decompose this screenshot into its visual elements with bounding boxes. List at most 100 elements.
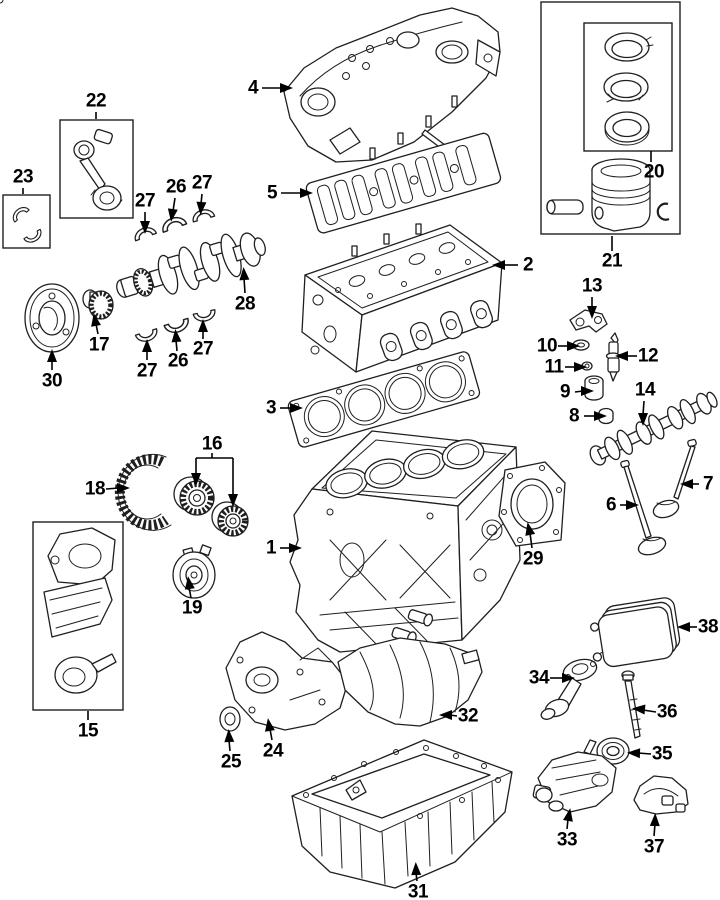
arrowhead-icon xyxy=(167,208,178,222)
part-number-label: 26 xyxy=(168,351,188,372)
callout-3: 3 xyxy=(266,398,303,419)
callout-26: 26 xyxy=(168,329,189,372)
arrowhead-icon xyxy=(142,339,152,352)
arrowhead-icon xyxy=(594,411,607,421)
callout-11: 11 xyxy=(544,357,587,378)
callout-25: 25 xyxy=(221,729,242,773)
callout-5: 5 xyxy=(267,183,313,204)
part-number-label: 5 xyxy=(267,183,278,204)
arrowhead-icon xyxy=(680,479,693,489)
callout-28: 28 xyxy=(235,267,256,315)
piston-kit-drawing xyxy=(540,1,681,235)
part-number-label: 31 xyxy=(408,882,429,900)
connecting-rod-kit-drawing xyxy=(59,119,134,219)
part-number-label: 20 xyxy=(644,162,664,183)
callout-18: 18 xyxy=(85,479,130,500)
part-number-label: 23 xyxy=(13,167,33,188)
callout-30: 30 xyxy=(42,349,63,392)
part-number-label: 4 xyxy=(248,78,259,99)
arrowhead-icon xyxy=(638,413,648,426)
callout-27: 27 xyxy=(135,191,156,234)
callout-7: 7 xyxy=(680,474,714,495)
callout-16: 16 xyxy=(191,434,238,507)
valvetrain-small-parts xyxy=(572,332,621,425)
callout-31: 31 xyxy=(408,862,429,900)
arrowhead-icon xyxy=(289,543,302,553)
leader-line xyxy=(243,277,246,294)
part-number-label: 11 xyxy=(544,357,564,378)
part-number-label: 1 xyxy=(266,538,277,559)
head-gasket-drawing xyxy=(287,351,481,448)
arrowhead-icon xyxy=(91,313,101,327)
arrowhead-icon xyxy=(265,718,275,732)
part-number-label: 19 xyxy=(182,598,202,619)
bolt-drawing xyxy=(621,670,642,739)
callout-27: 27 xyxy=(192,173,213,215)
arrowhead-icon xyxy=(581,386,594,396)
part-number-label: 29 xyxy=(523,549,543,570)
crank-sprocket-drawing xyxy=(82,289,114,320)
front-cover-drawing xyxy=(219,631,349,732)
cam-gears-drawing xyxy=(173,476,249,537)
arrowhead-icon xyxy=(562,673,575,683)
callout-6: 6 xyxy=(606,495,639,516)
arrowhead-icon xyxy=(224,729,235,743)
seal-ring-drawing xyxy=(596,737,630,765)
arrowhead-icon xyxy=(239,267,250,281)
timing-covers-kit-drawing xyxy=(32,521,124,711)
part-number-label: 24 xyxy=(263,741,284,762)
part-number-label: 35 xyxy=(652,744,673,765)
part-number-label: 34 xyxy=(529,668,550,689)
part-number-label: 12 xyxy=(638,346,658,367)
callout-38: 38 xyxy=(677,617,719,638)
arrowhead-icon xyxy=(587,306,597,319)
part-number-label: 3 xyxy=(266,398,276,419)
valve-cover-drawing xyxy=(283,7,501,163)
arrowhead-icon xyxy=(290,403,303,413)
part-number-label: 21 xyxy=(602,251,623,272)
callout-17: 17 xyxy=(89,313,110,356)
crankshaft-drawing xyxy=(116,232,266,298)
part-number-label: 13 xyxy=(582,276,602,297)
arrowhead-icon xyxy=(615,351,628,361)
oil-pickup-drawing xyxy=(540,658,598,720)
arrowhead-icon xyxy=(171,329,182,343)
arrowhead-icon xyxy=(567,341,580,351)
oil-cooler-drawing xyxy=(590,597,681,668)
arrowhead-icon xyxy=(117,483,130,493)
arrowhead-icon xyxy=(627,748,641,759)
leader-line xyxy=(642,709,657,713)
part-number-label: 25 xyxy=(221,752,242,773)
arrowhead-icon xyxy=(563,808,573,822)
oil-pan-drawing xyxy=(291,739,513,889)
arrowhead-icon xyxy=(140,221,150,234)
callout-13: 13 xyxy=(582,276,603,319)
part-number-label: 17 xyxy=(89,335,109,356)
arrowhead-icon xyxy=(574,362,587,372)
leader-line xyxy=(172,197,176,212)
callout-27: 27 xyxy=(137,339,158,382)
callout-37: 37 xyxy=(644,813,665,858)
part-number-label: 32 xyxy=(458,706,478,727)
arrowhead-icon xyxy=(649,813,660,827)
callout-4: 4 xyxy=(248,78,293,99)
callout-15: 15 xyxy=(78,711,99,742)
callout-2: 2 xyxy=(492,255,534,276)
bearing-set-kit-drawing xyxy=(2,194,51,249)
callout-26: 26 xyxy=(166,177,187,222)
arrowhead-icon xyxy=(632,704,646,715)
arrowhead-icon xyxy=(626,500,639,510)
callout-19: 19 xyxy=(182,576,203,619)
part-number-label: 28 xyxy=(235,294,255,315)
leader-line xyxy=(642,400,645,416)
leader-line xyxy=(653,823,656,837)
arrowhead-icon xyxy=(411,862,422,876)
part-number-label: 9 xyxy=(560,382,570,403)
callout-35: 35 xyxy=(627,744,673,765)
arrowhead-icon xyxy=(300,188,313,198)
callout-21: 21 xyxy=(602,236,623,272)
pump-cover-drawing xyxy=(633,775,689,815)
part-number-label: 36 xyxy=(657,702,677,723)
arrowhead-icon xyxy=(196,201,207,215)
